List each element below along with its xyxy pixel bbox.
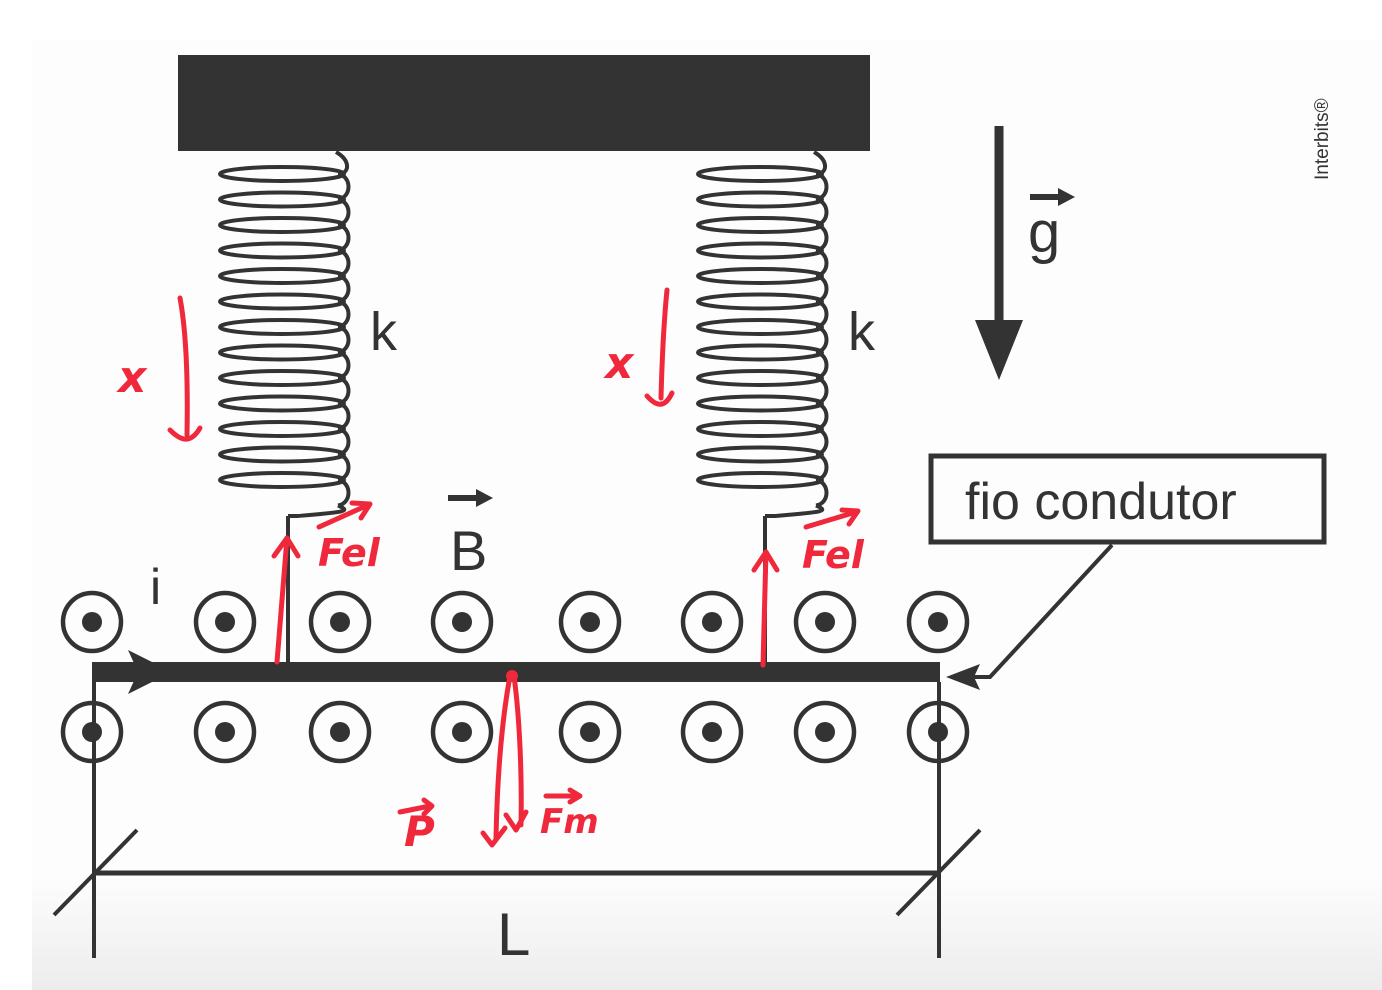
spring-coil: [218, 241, 346, 260]
figure-background: [32, 40, 1382, 990]
field-out-of-page-icon: [193, 700, 257, 764]
field-out-of-page-icon: [193, 590, 257, 654]
spring-coil: [218, 394, 346, 413]
spring-coil: [218, 343, 346, 362]
ceiling-support: [178, 55, 870, 151]
elastic-force-left-label: Fel: [318, 531, 381, 575]
svg-text:g: g: [1028, 200, 1060, 265]
magnetic-force-label: Fm: [540, 802, 599, 842]
elastic-force-left-vector: Fel: [271, 500, 381, 665]
field-out-of-page-icon: [558, 700, 622, 764]
spring-constant-left-label: k: [370, 302, 398, 362]
spring-coil: [696, 267, 824, 285]
spring-coil: [218, 420, 346, 438]
svg-text:B: B: [450, 519, 487, 582]
spring-left: [218, 150, 351, 518]
spring-coil: [696, 318, 824, 336]
field-out-of-page-icon: [308, 700, 372, 764]
annotation-x-right: x: [603, 287, 675, 407]
spring-coil: [218, 318, 346, 336]
magnetic-field-symbols: [60, 590, 970, 764]
spring-coil: [696, 216, 824, 234]
spring-coil: [696, 190, 824, 209]
length-dimension: L: [52, 682, 982, 968]
length-label: L: [497, 901, 530, 968]
field-out-of-page-icon: [60, 590, 124, 654]
weight-label: P: [404, 807, 435, 856]
weight-and-magnetic-force-vectors: P Fm: [397, 670, 599, 856]
annotation-x-left-label: x: [116, 352, 148, 403]
spring-coil: [218, 292, 346, 311]
spring-coil: [696, 343, 824, 362]
elastic-force-right-label: Fel: [802, 533, 865, 577]
spring-coil: [696, 369, 824, 387]
spring-coil: [696, 241, 824, 260]
spring-coil: [696, 445, 824, 464]
spring-coil: [696, 471, 824, 489]
current-direction-arrow-icon: [128, 650, 172, 694]
annotation-x-right-label: x: [603, 338, 635, 389]
spring-coil: [218, 471, 346, 489]
watermark: Interbits®: [1312, 98, 1333, 180]
spring-coil: [696, 394, 824, 413]
spring-coil: [218, 190, 346, 209]
field-out-of-page-icon: [558, 590, 622, 654]
field-out-of-page-icon: [793, 590, 857, 654]
wire-callout: fio condutor: [928, 453, 1327, 690]
magnetic-field-label: B: [448, 489, 493, 582]
spring-coil: [696, 165, 824, 183]
gravity-label: g: [1028, 188, 1075, 265]
spring-coil: [696, 420, 824, 438]
spring-coil: [218, 267, 346, 285]
current-label: i: [150, 559, 161, 615]
field-out-of-page-icon: [430, 590, 494, 654]
field-out-of-page-icon: [680, 700, 744, 764]
field-out-of-page-icon: [430, 700, 494, 764]
elastic-force-right-vector: Fel: [751, 507, 865, 668]
field-out-of-page-icon: [906, 590, 970, 654]
spring-coil: [218, 445, 346, 464]
spring-constant-right-label: k: [848, 302, 876, 362]
spring-coil: [218, 369, 346, 387]
annotation-x-left: x: [116, 295, 203, 442]
wire-callout-label: fio condutor: [965, 473, 1237, 531]
field-out-of-page-icon: [308, 590, 372, 654]
spring-coil: [218, 165, 346, 183]
field-out-of-page-icon: [680, 590, 744, 654]
gravity-arrow-icon: [975, 126, 1023, 380]
field-out-of-page-icon: [793, 700, 857, 764]
spring-right: [696, 150, 829, 518]
spring-coil: [218, 216, 346, 234]
spring-coil: [696, 292, 824, 311]
